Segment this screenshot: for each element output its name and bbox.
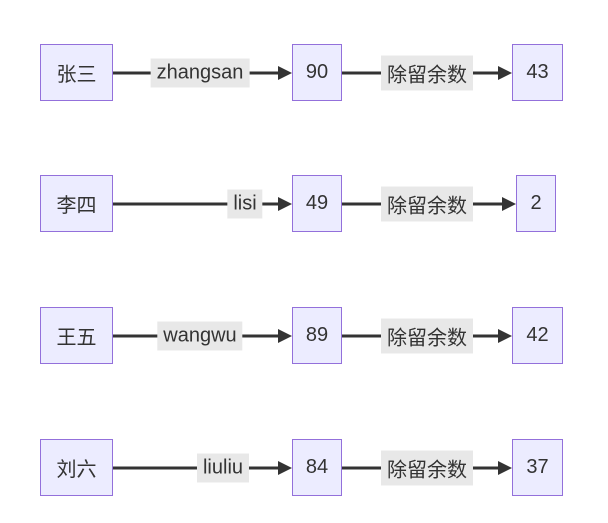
flow-row-wangwu: 王五 wangwu 89 除留余数 42 [0,307,608,364]
name-to-hash-edge: wangwu [113,307,292,364]
flow-row-zhangsan: 张三 zhangsan 90 除留余数 43 [0,44,608,101]
method-edge-label: 除留余数 [381,450,473,485]
flow-row-lisi: 李四 lisi 49 除留余数 2 [0,175,608,232]
arrowhead-icon [278,196,292,211]
arrowhead-icon [502,196,516,211]
name-node: 张三 [40,44,113,101]
edge-line [113,202,286,205]
hash-node: 49 [292,175,342,232]
pinyin-edge-label: lisi [227,189,263,218]
flow-row-liuliu: 刘六 liuliu 84 除留余数 37 [0,439,608,496]
hash-to-result-edge: 除留余数 [342,44,512,101]
result-node: 42 [512,307,563,364]
result-node: 43 [512,44,563,101]
hash-to-result-edge: 除留余数 [342,439,512,496]
method-edge-label: 除留余数 [381,318,473,353]
arrowhead-icon [278,65,292,80]
method-edge-label: 除留余数 [381,55,473,90]
name-to-hash-edge: liuliu [113,439,292,496]
arrowhead-icon [278,460,292,475]
pinyin-edge-label: liuliu [196,453,250,482]
hash-node: 90 [292,44,342,101]
pinyin-edge-label: zhangsan [150,58,250,87]
arrowhead-icon [278,328,292,343]
arrowhead-icon [498,65,512,80]
result-node: 37 [512,439,563,496]
method-edge-label: 除留余数 [381,186,473,221]
name-node: 李四 [40,175,113,232]
hash-to-result-edge: 除留余数 [342,307,512,364]
name-node: 刘六 [40,439,113,496]
hash-node: 89 [292,307,342,364]
result-node: 2 [516,175,556,232]
name-to-hash-edge: lisi [113,175,292,232]
hash-node: 84 [292,439,342,496]
hash-to-result-edge: 除留余数 [342,175,516,232]
name-to-hash-edge: zhangsan [113,44,292,101]
name-node: 王五 [40,307,113,364]
pinyin-edge-label: wangwu [157,321,243,350]
arrowhead-icon [498,460,512,475]
arrowhead-icon [498,328,512,343]
